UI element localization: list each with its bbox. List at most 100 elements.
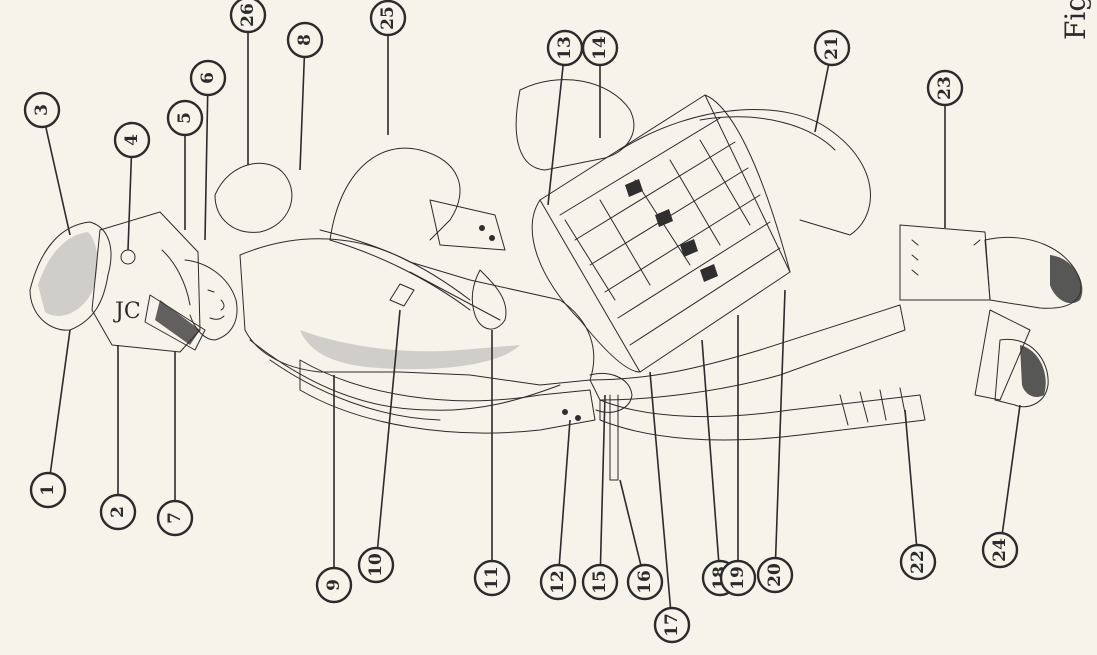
callout-9: 9 [317,375,351,602]
callout-11: 11 [475,330,509,595]
figure-caption: Fig [1059,0,1092,40]
callout-label: 10 [366,553,386,577]
callout-label: 11 [482,566,502,590]
callout-label: 4 [122,134,142,146]
callout-4: 4 [115,123,149,250]
boot-lower-sole [1020,345,1046,397]
callout-label: 1 [38,484,58,496]
knapsack [516,80,634,170]
drummer-figure: JC [30,80,1082,480]
callout-label: 19 [728,566,748,590]
facial-features [208,290,224,319]
callout-23: 23 [928,71,962,228]
upper-arm [330,148,460,240]
callout-label: 21 [822,36,842,60]
lower-cuff-button-1 [562,409,568,415]
callout-leader [776,290,785,558]
shako-cockade [121,250,135,264]
callout-8: 8 [288,23,322,170]
callout-leader [905,410,917,545]
callout-leader [50,330,70,473]
callout-label: 8 [295,34,315,46]
drum-hoop-top [532,200,640,372]
callout-15: 15 [583,395,617,599]
coat-tail [250,340,560,410]
callout-leader [300,57,304,170]
tension-ear-4 [700,264,718,282]
callout-label: 7 [165,512,185,524]
callout-12: 12 [541,420,575,599]
shako-emblem: JC [113,299,141,324]
cuff-button-2 [489,235,495,241]
strap-buckle [390,284,414,306]
callout-leader [702,340,719,561]
callout-label: 15 [590,570,610,594]
callout-24: 24 [983,405,1020,567]
callout-25: 25 [371,1,405,135]
callout-21: 21 [815,31,849,132]
callout-13: 13 [548,31,582,205]
callout-label: 23 [935,76,955,100]
callout-leader [559,420,570,565]
gaiter-buttons [912,240,980,275]
callout-label: 9 [324,579,344,591]
leg-folds [840,388,906,425]
callout-leader [620,480,641,565]
callout-2: 2 [101,345,135,529]
callout-16: 16 [620,480,662,599]
callout-leader [1002,405,1020,533]
back-leg [590,305,905,400]
plume-shading [38,232,98,316]
torso-shading [300,330,520,369]
callout-7: 7 [158,352,192,535]
callout-20: 20 [758,290,792,592]
hand-upper [472,270,506,329]
callout-label: 24 [990,538,1010,562]
callout-label: 26 [238,3,258,27]
epaulette [215,163,292,232]
callout-1: 1 [31,330,70,507]
front-leg [600,395,925,440]
chin-strap [162,250,190,305]
callout-leader [46,127,70,235]
lower-arm [300,360,595,433]
callout-14: 14 [583,31,617,138]
scabbard-edge [700,117,835,150]
callout-label: 3 [32,104,52,116]
callout-5: 5 [168,101,202,230]
callout-label: 22 [908,550,928,574]
callout-26: 26 [231,0,265,165]
drum-cords [560,118,780,345]
callout-label: 2 [108,506,128,518]
drumstick-lower [610,395,618,480]
gaiter-upper [900,225,990,300]
callout-label: 16 [635,570,655,594]
callout-18: 18 [702,340,737,595]
callout-leader [205,95,208,240]
callout-17: 17 [650,372,689,642]
forearm [430,200,505,250]
callout-label: 25 [378,6,398,30]
callout-label: 13 [555,36,575,60]
callout-22: 22 [901,410,935,579]
callout-3: 3 [25,93,70,235]
callout-label: 17 [662,613,682,637]
callout-leader [815,65,829,132]
tension-ear-1 [625,179,643,197]
cuff-button-1 [479,225,485,231]
callout-label: 20 [765,563,785,587]
boot-upper-sole [1050,255,1082,303]
callout-label: 14 [590,36,610,60]
callout-6: 6 [191,61,225,240]
tension-ear-2 [655,209,673,227]
callout-label: 6 [198,72,218,84]
callout-leader [128,157,131,250]
callout-leader [378,310,400,548]
drum [532,95,790,372]
lower-cuff-button-2 [575,415,581,421]
callout-leader [548,65,563,205]
drum-carrier-strap [320,230,470,310]
callout-19: 19 [721,315,755,595]
